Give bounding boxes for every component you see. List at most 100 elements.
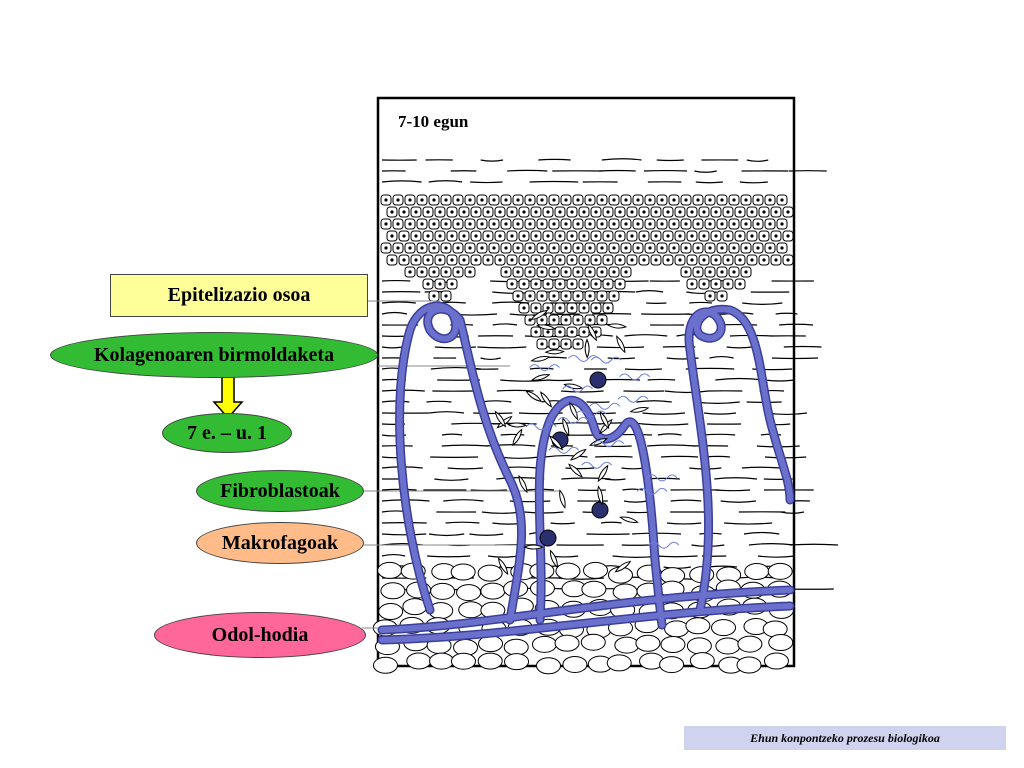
fibroblast bbox=[606, 323, 628, 329]
collagen-fiber bbox=[550, 522, 575, 525]
cell-nucleus bbox=[678, 210, 682, 214]
cell-nucleus bbox=[732, 222, 736, 226]
adipose-lobule bbox=[763, 652, 789, 670]
cell-nucleus bbox=[516, 198, 520, 202]
collagen-fiber bbox=[434, 346, 476, 349]
cell-nucleus bbox=[612, 270, 616, 274]
collagen-fiber bbox=[445, 521, 480, 524]
collagen-fiber bbox=[547, 379, 573, 382]
label-collagen-remodeling: Kolagenoaren birmoldaketa bbox=[50, 332, 378, 378]
collagen-strand bbox=[590, 356, 622, 364]
cell-nucleus bbox=[780, 222, 784, 226]
adipose-lobule bbox=[554, 634, 580, 652]
cell-nucleus bbox=[522, 306, 526, 310]
cell-nucleus bbox=[438, 234, 442, 238]
cell-nucleus bbox=[690, 234, 694, 238]
collagen-fiber bbox=[775, 312, 798, 315]
collagen-fiber bbox=[492, 323, 518, 326]
fibroblast bbox=[523, 544, 544, 550]
cell-nucleus bbox=[444, 294, 448, 298]
cell-nucleus bbox=[606, 210, 610, 214]
adipose-lobule bbox=[450, 652, 476, 670]
cell-nucleus bbox=[516, 246, 520, 250]
cell-nucleus bbox=[528, 270, 532, 274]
cell-nucleus bbox=[708, 198, 712, 202]
cell-nucleus bbox=[462, 210, 466, 214]
adipose-lobule bbox=[744, 562, 770, 580]
cell-nucleus bbox=[432, 222, 436, 226]
cell-nucleus bbox=[582, 282, 586, 286]
collagen-strand bbox=[568, 354, 599, 362]
collagen-fiber bbox=[764, 379, 795, 382]
cell-nucleus bbox=[402, 210, 406, 214]
cell-nucleus bbox=[624, 270, 628, 274]
cell-nucleus bbox=[432, 198, 436, 202]
cell-nucleus bbox=[474, 210, 478, 214]
cell-nucleus bbox=[714, 234, 718, 238]
adipose-lobule bbox=[531, 635, 557, 653]
cell-nucleus bbox=[480, 222, 484, 226]
cell-nucleus bbox=[408, 270, 412, 274]
fibroblast bbox=[540, 391, 553, 408]
adipose-lobule bbox=[555, 562, 581, 580]
fibroblast bbox=[569, 401, 578, 421]
cell-nucleus bbox=[570, 210, 574, 214]
fibroblast bbox=[530, 355, 551, 362]
collagen-fiber bbox=[500, 433, 525, 436]
collagen-fiber bbox=[529, 180, 579, 183]
collagen-fiber bbox=[470, 489, 507, 492]
cell-nucleus bbox=[444, 246, 448, 250]
adipose-lobule bbox=[685, 617, 711, 635]
cell-nucleus bbox=[522, 282, 526, 286]
cell-nucleus bbox=[588, 222, 592, 226]
cell-nucleus bbox=[684, 198, 688, 202]
cell-nucleus bbox=[462, 234, 466, 238]
cell-nucleus bbox=[648, 246, 652, 250]
diagram-title: 7-10 egun bbox=[398, 112, 469, 131]
cell-nucleus bbox=[528, 246, 532, 250]
cell-nucleus bbox=[420, 246, 424, 250]
cell-nucleus bbox=[696, 246, 700, 250]
adipose-lobule bbox=[429, 652, 455, 670]
collagen-fiber bbox=[636, 400, 672, 403]
cell-nucleus bbox=[594, 282, 598, 286]
collagen-strand bbox=[548, 446, 580, 454]
cell-nucleus bbox=[690, 210, 694, 214]
footer-caption: Ehun konpontzeko prozesu biologikoa bbox=[684, 726, 1006, 750]
cell-nucleus bbox=[696, 270, 700, 274]
cell-nucleus bbox=[564, 246, 568, 250]
collagen-fiber bbox=[500, 379, 550, 382]
collagen-strand bbox=[525, 423, 557, 431]
cell-nucleus bbox=[762, 234, 766, 238]
adipose-lobule bbox=[767, 562, 793, 580]
collagen-fiber bbox=[429, 411, 465, 414]
collagen-fiber bbox=[624, 368, 662, 371]
cell-nucleus bbox=[552, 318, 556, 322]
cell-nucleus bbox=[738, 258, 742, 262]
cell-nucleus bbox=[714, 282, 718, 286]
fibroblast bbox=[614, 560, 632, 573]
adipose-lobule bbox=[689, 652, 715, 670]
label-timeline: 7 e. – u. 1 bbox=[162, 413, 292, 453]
cell-nucleus bbox=[588, 270, 592, 274]
cell-nucleus bbox=[456, 222, 460, 226]
cell-nucleus bbox=[744, 270, 748, 274]
fibroblast bbox=[518, 474, 528, 494]
cell-nucleus bbox=[498, 234, 502, 238]
cell-nucleus bbox=[600, 222, 604, 226]
cell-nucleus bbox=[552, 294, 556, 298]
cell-nucleus bbox=[552, 342, 556, 346]
cell-nucleus bbox=[384, 246, 388, 250]
collagen-strand bbox=[636, 487, 668, 495]
cell-nucleus bbox=[570, 330, 574, 334]
adipose-lobule bbox=[581, 580, 607, 598]
cell-nucleus bbox=[534, 234, 538, 238]
cell-nucleus bbox=[552, 222, 556, 226]
cell-nucleus bbox=[486, 258, 490, 262]
collagen-fiber bbox=[694, 170, 717, 173]
cell-nucleus bbox=[672, 198, 676, 202]
collagen-fiber bbox=[789, 543, 839, 546]
cell-nucleus bbox=[384, 222, 388, 226]
collagen-strand bbox=[575, 410, 607, 418]
cell-nucleus bbox=[624, 222, 628, 226]
